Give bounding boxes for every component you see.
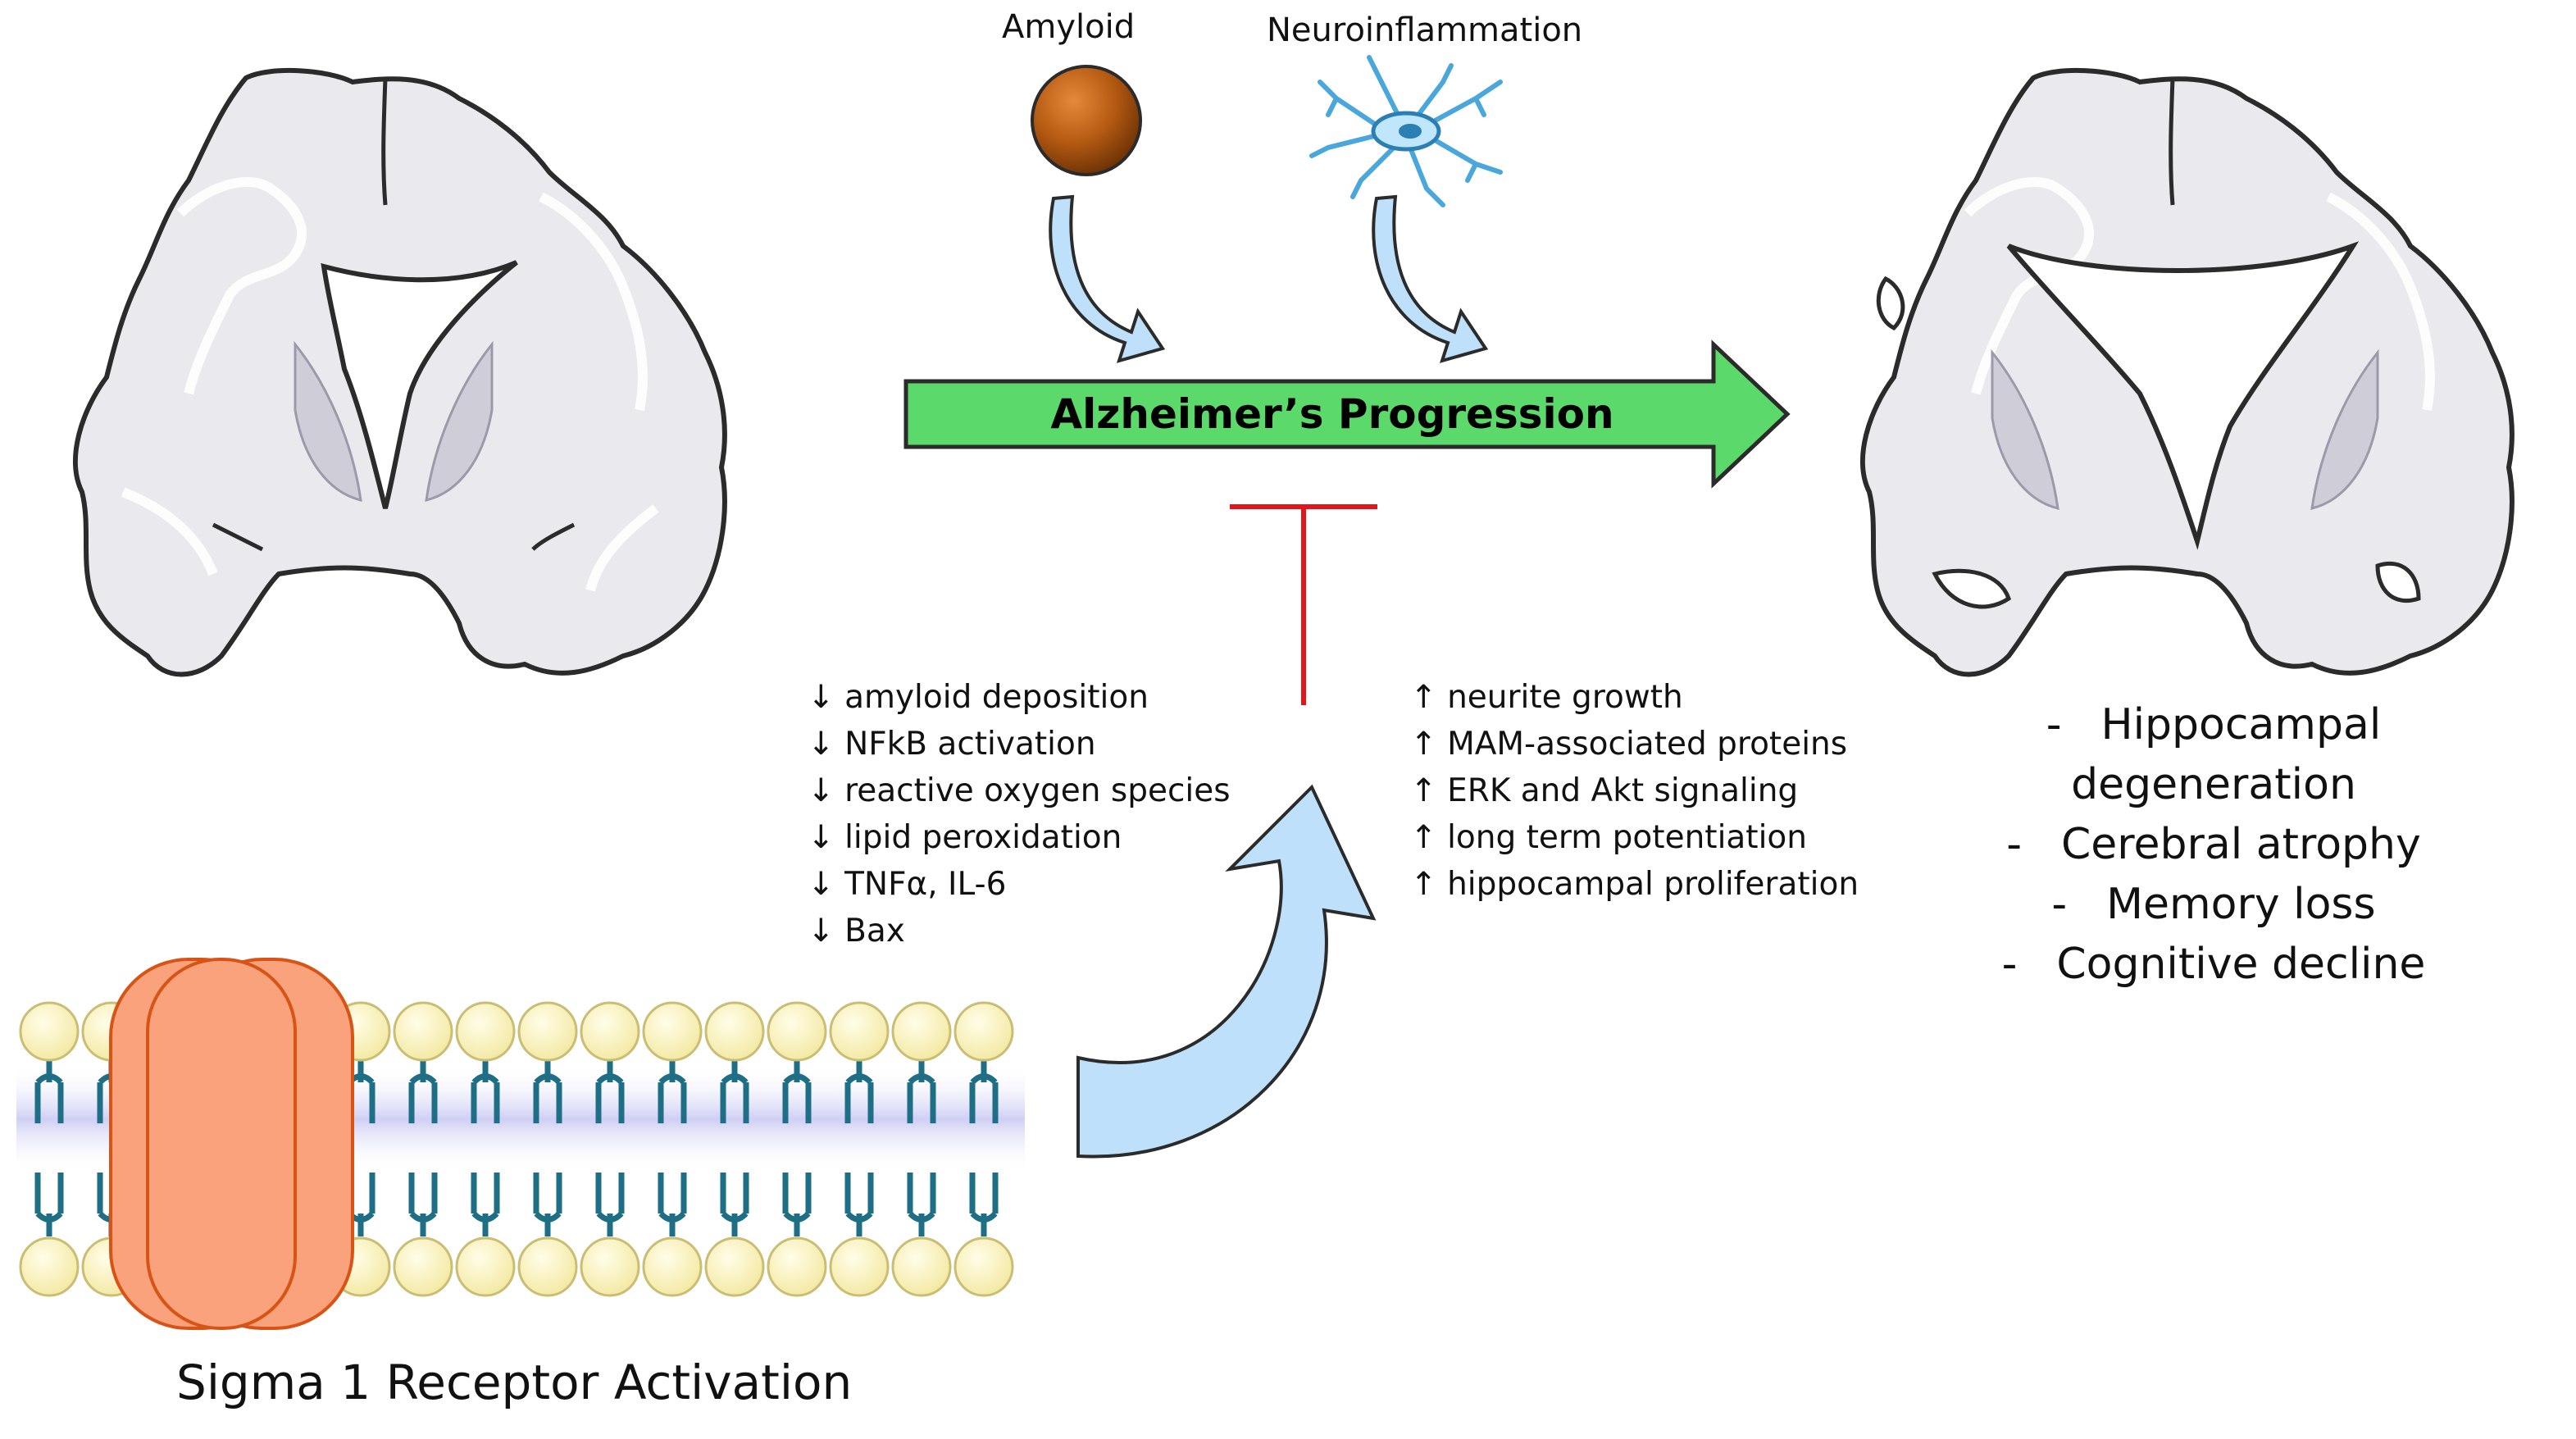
sigma-1-receptor-icon xyxy=(109,958,354,1330)
lipid-molecule xyxy=(704,1001,765,1297)
microglia-cell-icon xyxy=(1309,55,1503,207)
receptor-activation-label: Sigma 1 Receptor Activation xyxy=(176,1355,853,1410)
atrophied-brain-section-icon xyxy=(1860,67,2515,677)
list-item: ↓ Bax xyxy=(808,913,905,949)
list-item: ↓ amyloid deposition xyxy=(808,679,1149,716)
inhibition-marker xyxy=(1230,504,1377,705)
outcome-text: Cerebral atrophy xyxy=(2060,820,2421,869)
list-item: ↓ NFkB activation xyxy=(808,726,1096,763)
amyloid-sphere-icon xyxy=(1031,65,1142,176)
decreased-effects-list: ↓ amyloid deposition ↓ NFkB activation ↓… xyxy=(808,674,1231,954)
outcome-text: Hippocampal xyxy=(2100,700,2382,749)
progression-label: Alzheimer’s Progression xyxy=(1050,390,1613,438)
list-item: ↑ ERK and Akt signaling xyxy=(1410,772,1799,809)
outcome-item: -Memory loss xyxy=(1918,875,2509,935)
outcome-item: -Cerebral atrophy xyxy=(1918,815,2509,875)
healthy-brain-section-icon xyxy=(73,67,727,677)
lipid-molecule xyxy=(767,1001,827,1297)
outcome-item: -Hippocampal xyxy=(1918,695,2509,755)
progression-arrow: Alzheimer’s Progression xyxy=(903,339,1791,489)
lipid-molecule xyxy=(455,1001,516,1297)
lipid-molecule xyxy=(953,1001,1014,1297)
outcome-item: -Cognitive decline xyxy=(1918,935,2509,995)
outcome-text: degeneration xyxy=(2071,760,2356,809)
lipid-molecule xyxy=(517,1001,578,1297)
lipid-molecule xyxy=(393,1001,453,1297)
lipid-molecule xyxy=(891,1001,952,1297)
neuroinflammation-label: Neuroinflammation xyxy=(1267,11,1583,49)
amyloid-curved-arrow xyxy=(1049,194,1166,363)
list-item: ↓ TNFα, IL-6 xyxy=(808,866,1007,903)
outcome-dash: - xyxy=(2001,940,2018,989)
lipid-molecule xyxy=(580,1001,640,1297)
list-item: ↑ hippocampal proliferation xyxy=(1410,866,1859,903)
outcome-dash: - xyxy=(2051,880,2068,929)
list-item: ↑ neurite growth xyxy=(1410,679,1683,716)
lipid-molecule xyxy=(829,1001,890,1297)
activation-curved-arrow xyxy=(1076,784,1377,1159)
amyloid-label: Amyloid xyxy=(1002,8,1136,46)
list-item: ↑ long term potentiation xyxy=(1410,819,1808,856)
outcome-item: degeneration xyxy=(1918,755,2509,815)
inflammation-curved-arrow xyxy=(1372,194,1489,363)
outcome-dash: - xyxy=(2046,700,2062,749)
list-item: ↓ reactive oxygen species xyxy=(808,772,1231,809)
lipid-molecule xyxy=(19,1001,80,1297)
list-item: ↑ MAM-associated proteins xyxy=(1410,726,1848,763)
outcome-dash: - xyxy=(2006,820,2022,869)
alzheimers-outcomes-list: -Hippocampal degeneration -Cerebral atro… xyxy=(1918,695,2509,995)
outcome-text: Memory loss xyxy=(2106,880,2376,929)
list-item: ↓ lipid peroxidation xyxy=(808,819,1122,856)
outcome-text: Cognitive decline xyxy=(2056,940,2426,989)
lipid-molecule xyxy=(642,1001,703,1297)
increased-effects-list: ↑ neurite growth ↑ MAM-associated protei… xyxy=(1410,674,1859,908)
